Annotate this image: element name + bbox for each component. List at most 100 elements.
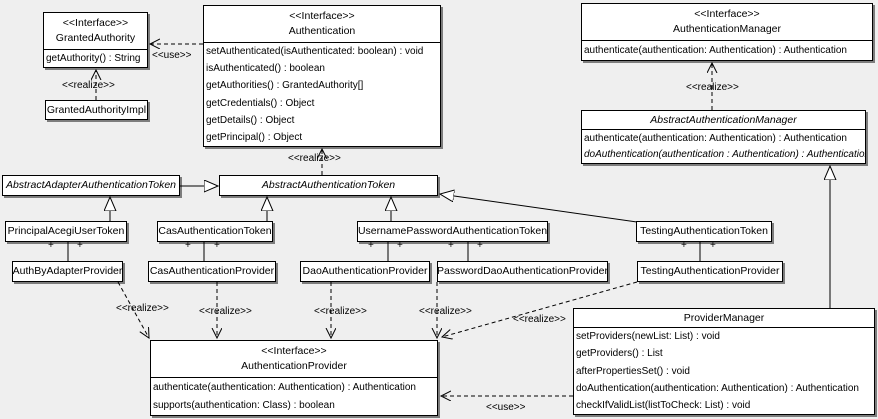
- stereotype-label: <<Interface>>: [261, 345, 327, 357]
- class-name: TestingAuthenticationToken: [640, 225, 768, 237]
- class-dao-authentication-provider: DaoAuthenticationProvider: [300, 261, 430, 282]
- class-name: ProviderManager: [683, 311, 765, 324]
- method-compartment: authenticate(authentication: Authenticat…: [582, 130, 865, 163]
- class-abstract-adapter-authentication-token: AbstractAdapterAuthenticationToken: [2, 175, 180, 196]
- class-principal-acegi-user-token: PrincipalAcegiUserToken: [5, 221, 127, 242]
- class-name: AbstractAuthenticationManager: [650, 113, 797, 126]
- method-signature: getAuthority() : String: [46, 53, 141, 64]
- class-authentication-manager: <<Interface>> AuthenticationManager authen…: [581, 3, 873, 61]
- plus-multiplicity: +: [77, 240, 83, 251]
- realize-label: <<realize>>: [513, 314, 566, 325]
- realize-label: <<realize>>: [199, 306, 252, 317]
- class-title-compartment: AbstractAdapterAuthenticationToken: [3, 176, 179, 195]
- plus-multiplicity: +: [477, 240, 483, 251]
- class-authentication: <<Interface>> Authentication setAuthentica…: [203, 5, 441, 147]
- method-signature: isAuthenticated() : boolean: [206, 63, 325, 75]
- class-auth-by-adapter-provider: AuthByAdapterProvider: [12, 261, 123, 282]
- realize-label: <<realize>>: [314, 306, 367, 317]
- class-testing-authentication-provider: TestingAuthenticationProvider: [637, 261, 783, 282]
- realize-label: <<realize>>: [686, 82, 739, 93]
- realize-label: <<realize>>: [288, 153, 341, 164]
- plus-multiplicity: +: [214, 240, 220, 251]
- class-title-compartment: CasAuthenticationToken: [158, 222, 272, 241]
- class-title-compartment: <<Interface>> AuthenticationManager: [582, 4, 872, 41]
- edge-generalize-testingtoken-abstracttoken: [440, 194, 638, 223]
- method-compartment: getAuthority() : String: [44, 50, 147, 67]
- class-title-compartment: TestingAuthenticationToken: [637, 222, 771, 241]
- class-name: PrincipalAcegiUserToken: [7, 225, 125, 237]
- class-title-compartment: <<Interface>> GrantedAuthority: [44, 13, 147, 50]
- plus-multiplicity: +: [448, 240, 454, 251]
- class-title-compartment: TestingAuthenticationProvider: [638, 262, 782, 281]
- class-title-compartment: PrincipalAcegiUserToken: [6, 222, 126, 241]
- use-label: <<use>>: [486, 402, 526, 413]
- realize-label: <<realize>>: [116, 303, 169, 314]
- class-title-compartment: AuthByAdapterProvider: [13, 262, 122, 281]
- class-name: AuthenticationProvider: [241, 360, 347, 372]
- class-title-compartment: AbstractAuthenticationManager: [582, 111, 865, 130]
- method-signature: authenticate(authentication: Authenticat…: [584, 132, 847, 144]
- method-signature: getPrincipal() : Object: [206, 131, 303, 143]
- method-signature: afterPropertiesSet() : void: [576, 365, 690, 377]
- method-compartment: authenticate(authentication: Authenticat…: [151, 378, 437, 415]
- class-title-compartment: AbstractAuthenticationToken: [220, 176, 437, 195]
- method-signature: authenticate(authentication: Authenticat…: [153, 381, 416, 393]
- plus-multiplicity: +: [185, 240, 191, 251]
- method-compartment: authenticate(authentication: Authenticat…: [582, 41, 872, 60]
- stereotype-label: <<Interface>>: [62, 17, 129, 29]
- class-name: GrantedAuthority: [55, 32, 136, 44]
- class-abstract-authentication-token: AbstractAuthenticationToken: [219, 175, 438, 196]
- stereotype-label: <<Interface>>: [694, 8, 760, 20]
- class-abstract-authentication-manager: AbstractAuthenticationManager authenticat…: [581, 110, 866, 164]
- method-signature: getDetails() : Object: [206, 114, 295, 126]
- method-compartment: setAuthenticated(isAuthenticated: boolea…: [204, 43, 440, 146]
- method-signature: getAuthorities() : GrantedAuthority[]: [206, 80, 364, 92]
- class-title-compartment: DaoAuthenticationProvider: [301, 262, 429, 281]
- class-name: PasswordDaoAuthenticationProvider: [438, 265, 607, 277]
- class-name: AbstractAuthenticationToken: [261, 179, 396, 191]
- class-cas-authentication-provider: CasAuthenticationProvider: [148, 261, 276, 282]
- class-name: AuthenticationManager: [673, 23, 781, 35]
- method-signature: doAuthentication(authentication: Authent…: [576, 382, 859, 394]
- use-label: <<use>>: [152, 50, 192, 61]
- class-cas-authentication-token: CasAuthenticationToken: [157, 221, 273, 242]
- method-signature: doAuthentication(authentication : Authen…: [584, 149, 865, 161]
- class-authentication-provider: <<Interface>> AuthenticationProvider authe…: [150, 340, 438, 416]
- class-username-password-authentication-token: UsernamePasswordAuthenticationToken: [357, 221, 548, 242]
- class-title-compartment: <<Interface>> Authentication: [204, 6, 440, 43]
- class-name: CasAuthenticationToken: [158, 225, 272, 237]
- class-title-compartment: ProviderManager: [574, 309, 874, 328]
- class-title-compartment: <<Interface>> AuthenticationProvider: [151, 341, 437, 378]
- class-name: AuthByAdapterProvider: [13, 265, 122, 277]
- realize-label: <<realize>>: [62, 80, 115, 91]
- plus-multiplicity: +: [710, 240, 716, 251]
- class-granted-authority-impl: GrantedAuthorityImpl: [45, 100, 148, 120]
- method-signature: setAuthenticated(isAuthenticated: boolea…: [206, 46, 424, 58]
- plus-multiplicity: +: [681, 240, 687, 251]
- realize-label: <<realize>>: [419, 306, 472, 317]
- class-granted-authority: <<Interface>> GrantedAuthority getAuthorit…: [43, 12, 148, 68]
- method-signature: checkIfValidList(listToCheck: List) : vo…: [576, 399, 751, 411]
- class-testing-authentication-token: TestingAuthenticationToken: [636, 221, 772, 242]
- plus-multiplicity: +: [397, 240, 403, 251]
- method-signature: getCredentials() : Object: [206, 97, 315, 109]
- class-name: TestingAuthenticationProvider: [640, 265, 780, 277]
- class-name: GrantedAuthorityImpl: [46, 103, 147, 116]
- method-signature: getProviders() : List: [576, 348, 663, 360]
- method-signature: setProviders(newList: List) : void: [576, 331, 720, 343]
- class-name: AbstractAdapterAuthenticationToken: [5, 179, 177, 191]
- class-title-compartment: PasswordDaoAuthenticationProvider: [438, 262, 607, 281]
- class-title-compartment: GrantedAuthorityImpl: [46, 101, 147, 119]
- class-name: UsernamePasswordAuthenticationToken: [358, 225, 547, 237]
- method-signature: authenticate(authentication: Authenticat…: [584, 45, 847, 56]
- method-signature: supports(authentication: Class) : boolea…: [153, 400, 335, 412]
- class-title-compartment: UsernamePasswordAuthenticationToken: [358, 222, 547, 241]
- class-title-compartment: CasAuthenticationProvider: [149, 262, 275, 281]
- class-name: Authentication: [288, 25, 356, 37]
- class-name: CasAuthenticationProvider: [149, 265, 275, 277]
- plus-multiplicity: +: [368, 240, 374, 251]
- stereotype-label: <<Interface>>: [289, 10, 355, 22]
- class-provider-manager: ProviderManager setProviders(newList: Lis…: [573, 308, 875, 415]
- method-compartment: setProviders(newList: List) : void getPro…: [574, 328, 874, 414]
